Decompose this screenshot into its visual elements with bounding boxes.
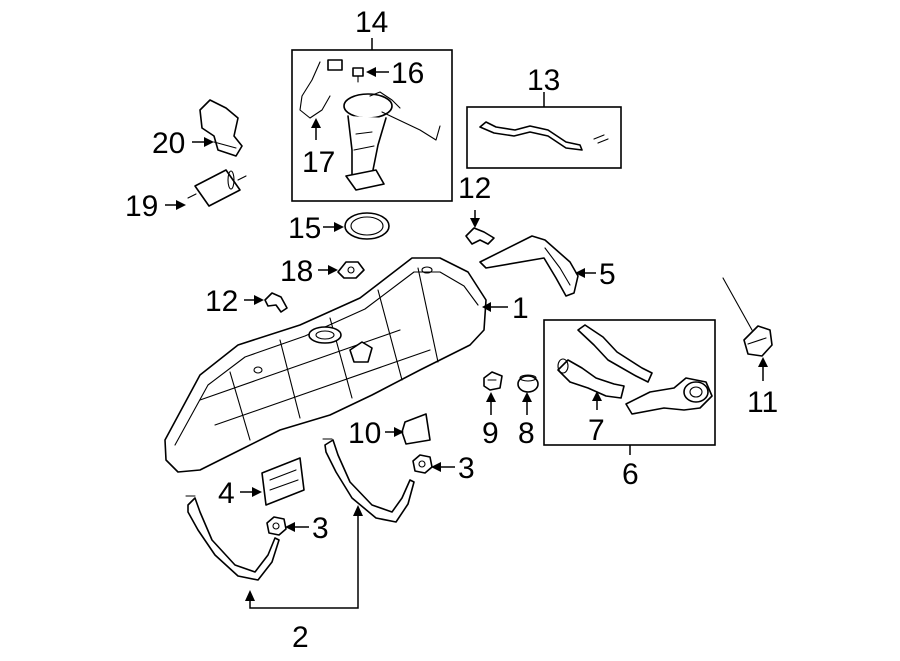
- clip-9: [483, 371, 503, 391]
- fuel-cap: [722, 277, 773, 357]
- nut-lower: [266, 516, 287, 536]
- leader-lines: [165, 38, 768, 609]
- nut-upper: [412, 454, 433, 474]
- filler-hose-7: [557, 358, 625, 399]
- callout-13: 13: [527, 64, 560, 97]
- wiring-harness-17: [299, 59, 343, 119]
- heat-shield: [261, 457, 305, 506]
- callout-5: 5: [599, 258, 616, 291]
- callout-labels: 1 2 3 3 4 5 6 7 8 9 10 11 12 12 13 14 15…: [125, 6, 778, 654]
- tank-strap-front: [185, 495, 280, 581]
- callout-8: 8: [518, 417, 535, 450]
- callout-2: 2: [292, 621, 309, 654]
- tank-strap-rear: [322, 438, 415, 523]
- valve-18: [337, 261, 365, 279]
- vent-valve-12-left: [264, 292, 288, 313]
- callout-20: 20: [152, 127, 185, 160]
- callout-4: 4: [218, 477, 235, 510]
- callout-17: 17: [302, 146, 335, 179]
- callout-3-upper: 3: [458, 452, 475, 485]
- fuel-tank: [164, 257, 487, 473]
- callout-16: 16: [391, 57, 424, 90]
- fuel-pump-module: [343, 91, 441, 191]
- filler-hose-upper: [577, 324, 653, 383]
- callout-9: 9: [482, 417, 499, 450]
- callout-6: 6: [622, 458, 639, 491]
- filter-bracket: [199, 99, 243, 157]
- callout-15: 15: [288, 212, 321, 245]
- vent-line: [479, 121, 609, 151]
- callout-10: 10: [348, 417, 381, 450]
- callout-18: 18: [280, 255, 313, 288]
- fuel-filter: [187, 169, 247, 207]
- bolt-16: [352, 67, 364, 83]
- callout-1: 1: [512, 292, 529, 325]
- callout-14: 14: [355, 6, 388, 39]
- callout-11: 11: [747, 386, 778, 419]
- tank-bracket: [479, 235, 579, 297]
- callout-19: 19: [125, 190, 158, 223]
- grommet-8: [517, 374, 539, 393]
- callout-3-lower: 3: [312, 512, 329, 545]
- callout-12-upper: 12: [458, 172, 491, 205]
- filler-neck: [625, 377, 713, 415]
- label-tag-10: [401, 413, 431, 445]
- callout-12-left: 12: [205, 285, 238, 318]
- callout-7: 7: [588, 414, 605, 447]
- lock-ring: [344, 212, 390, 240]
- vent-valve-12-upper: [465, 227, 495, 245]
